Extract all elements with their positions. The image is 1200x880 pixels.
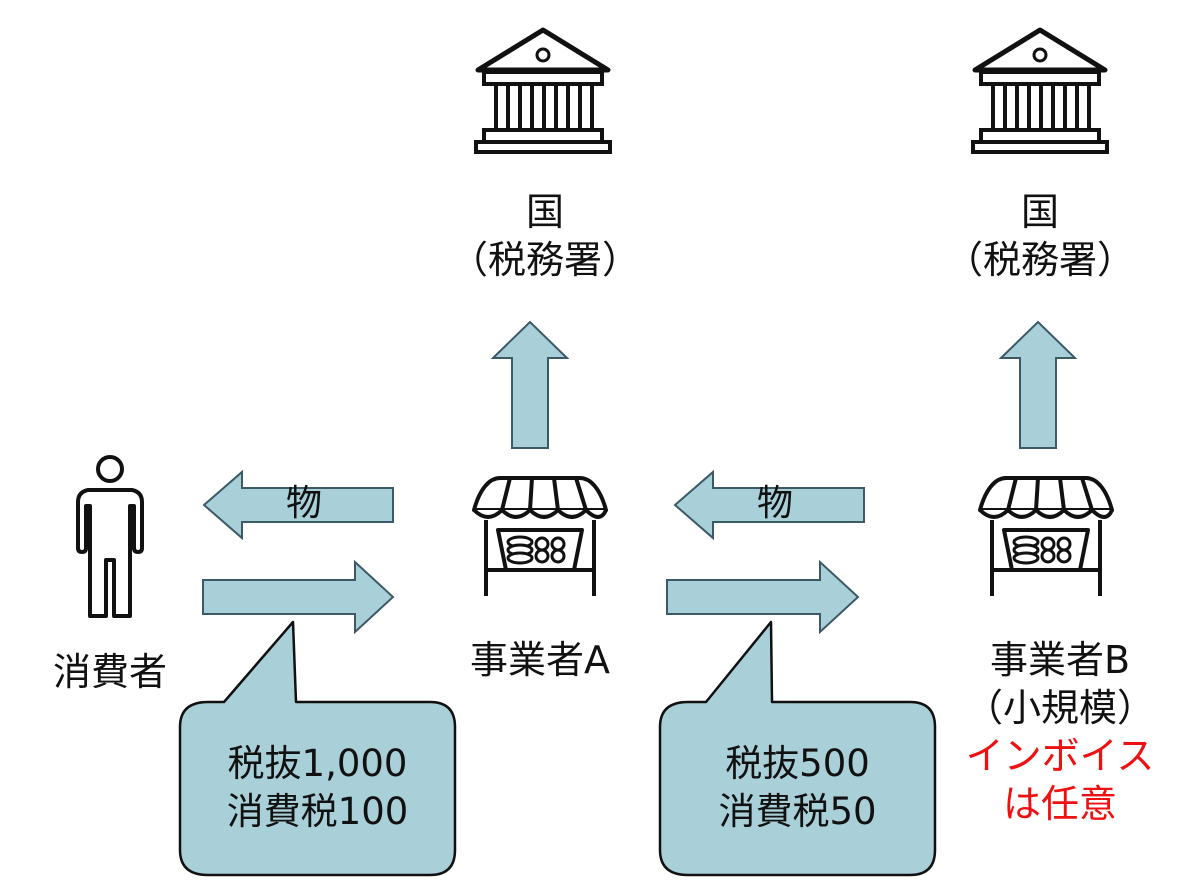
invoice-optional-note-line2: は任意 — [1002, 782, 1117, 826]
consumer-label: 消費者 — [52, 650, 167, 694]
government-label-center: 国 （税務署） — [445, 188, 645, 284]
tax-payment-up-arrow — [998, 320, 1078, 449]
business-a-label: 事業者A — [470, 638, 610, 682]
government-sub: （税務署） — [449, 238, 640, 282]
government-name: 国 — [1020, 190, 1059, 234]
business-b-sub: （小規模） — [964, 686, 1155, 730]
government-sub: （税務署） — [944, 238, 1135, 282]
business-b-label: 事業者B — [989, 638, 1131, 682]
government-building-icon — [973, 30, 1107, 152]
bubble-right-line2: 消費税50 — [718, 790, 877, 833]
invoice-bubble-left — [178, 620, 457, 877]
government-name: 国 — [525, 190, 564, 234]
business-b-label-group: 事業者B （小規模） インボイス は任意 — [940, 636, 1180, 828]
bubble-right-text: 税抜500 消費税50 — [660, 740, 935, 836]
invoice-bubble-right — [658, 620, 937, 877]
business-a-shop-icon — [472, 476, 608, 598]
goods-arrow-left — [202, 469, 394, 541]
government-building-icon — [476, 30, 610, 152]
payment-arrow-right — [202, 559, 395, 635]
bubble-left-text: 税抜1,000 消費税100 — [180, 740, 455, 836]
goods-label: 物 — [286, 483, 323, 524]
bubble-left-line1: 税抜1,000 — [227, 742, 408, 785]
goods-label: 物 — [757, 483, 794, 524]
consumer-person-icon — [76, 455, 144, 618]
government-label-right: 国 （税務署） — [940, 188, 1140, 284]
payment-arrow-right — [666, 559, 860, 635]
business-b-shop-icon — [978, 476, 1114, 598]
invoice-optional-note-line1: インボイス — [965, 734, 1155, 778]
bubble-right-line1: 税抜500 — [725, 742, 870, 785]
bubble-left-line2: 消費税100 — [226, 790, 409, 833]
tax-payment-up-arrow — [490, 320, 570, 449]
goods-arrow-left — [673, 469, 865, 541]
